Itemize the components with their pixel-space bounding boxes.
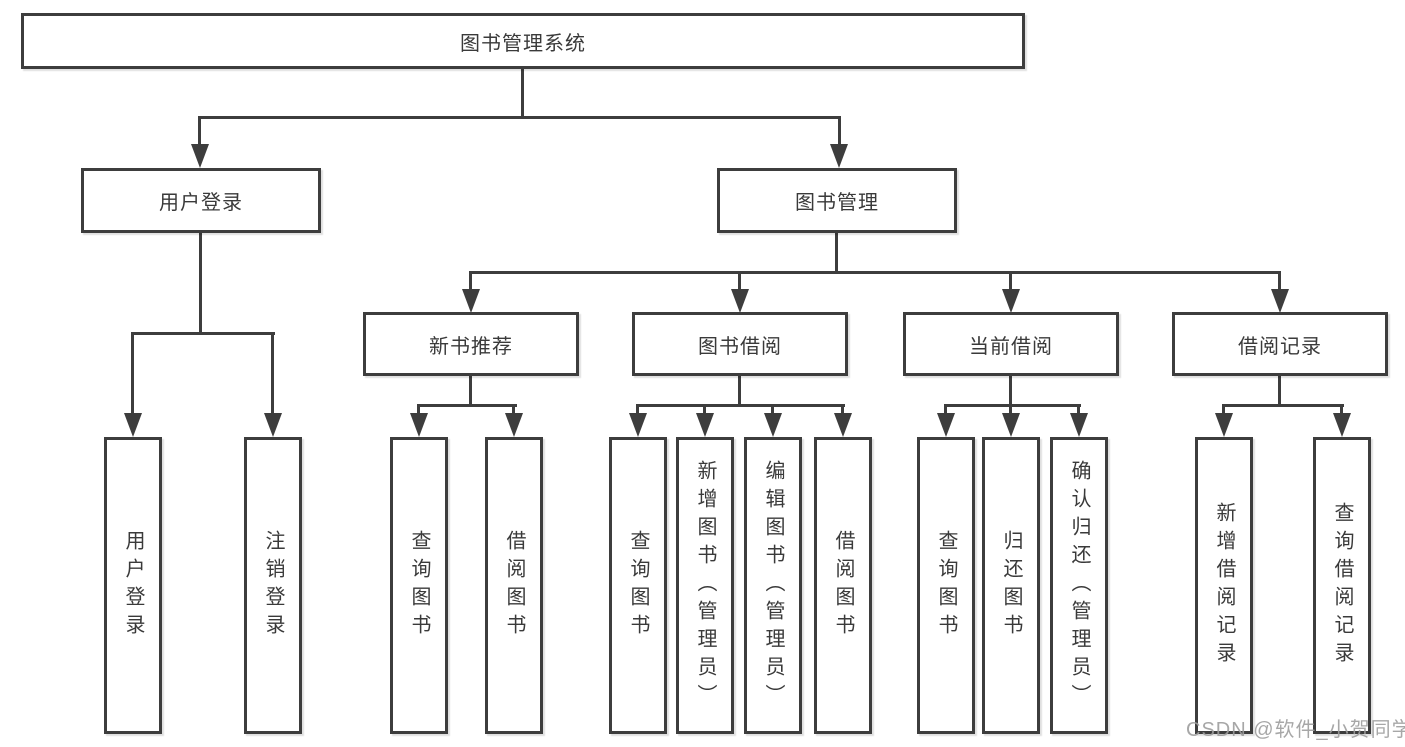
arrow-down-icon <box>410 413 428 437</box>
arrow-down-icon <box>462 289 480 313</box>
arrow-down-icon <box>505 413 523 437</box>
connector-line <box>1222 404 1344 407</box>
leaf-query-books-borrowing: 查询图书 <box>609 437 667 734</box>
node-label: 用户登录 <box>122 529 144 642</box>
leaf-confirm-return-admin: 确认归还（管理员） <box>1050 437 1108 734</box>
arrow-down-icon <box>1002 413 1020 437</box>
node-label: 图书管理 <box>795 192 879 214</box>
connector-line <box>417 404 420 415</box>
arrow-down-icon <box>1070 413 1088 437</box>
node-label: 图书管理系统 <box>460 32 586 55</box>
connector-line <box>1009 404 1012 415</box>
node-book-borrowing: 图书借阅 <box>632 312 848 376</box>
node-label: 借阅图书 <box>503 529 525 642</box>
arrow-down-icon <box>264 413 282 437</box>
connector-line <box>703 404 706 415</box>
node-label: 编辑图书（管理员） <box>762 459 784 712</box>
connector-line <box>199 233 202 335</box>
watermark: CSDN @软件_小贺同学 <box>1186 719 1405 741</box>
arrow-down-icon <box>731 289 749 313</box>
leaf-query-borrow-record: 查询借阅记录 <box>1313 437 1371 734</box>
node-label: 借阅图书 <box>832 529 854 642</box>
leaf-query-books-recommend: 查询图书 <box>390 437 448 734</box>
arrow-down-icon <box>696 413 714 437</box>
node-label: 新增借阅记录 <box>1213 501 1235 670</box>
connector-line <box>838 116 841 146</box>
arrow-down-icon <box>830 144 848 168</box>
node-user-login: 用户登录 <box>81 168 321 233</box>
leaf-add-books-admin: 新增图书（管理员） <box>676 437 734 734</box>
node-label: 归还图书 <box>1000 529 1022 642</box>
node-label: 借阅记录 <box>1238 335 1322 358</box>
node-label: 图书借阅 <box>698 335 782 358</box>
connector-line <box>771 404 774 415</box>
arrow-down-icon <box>834 413 852 437</box>
leaf-query-books-current: 查询图书 <box>917 437 975 734</box>
connector-line <box>469 376 472 407</box>
node-borrowing-records: 借阅记录 <box>1172 312 1388 376</box>
arrow-down-icon <box>1002 289 1020 313</box>
node-label: 查询图书 <box>408 529 430 642</box>
node-book-management: 图书管理 <box>717 168 957 233</box>
connector-line <box>1077 404 1080 415</box>
node-label: 查询图书 <box>627 529 649 642</box>
connector-line <box>636 404 639 415</box>
node-new-book-recommendation: 新书推荐 <box>363 312 579 376</box>
node-label: 注销登录 <box>262 529 284 642</box>
connector-line <box>944 404 947 415</box>
arrow-down-icon <box>1333 413 1351 437</box>
connector-line <box>198 116 201 146</box>
arrow-down-icon <box>191 144 209 168</box>
arrow-down-icon <box>124 413 142 437</box>
connector-line <box>738 271 741 291</box>
connector-line <box>1009 271 1012 291</box>
node-label: 当前借阅 <box>969 335 1053 358</box>
connector-line <box>131 332 134 415</box>
leaf-return-books: 归还图书 <box>982 437 1040 734</box>
node-label: 查询借阅记录 <box>1331 501 1353 670</box>
connector-line <box>469 271 472 291</box>
connector-line <box>1340 404 1343 415</box>
node-label: 用户登录 <box>159 192 243 214</box>
leaf-edit-books-admin: 编辑图书（管理员） <box>744 437 802 734</box>
connector-line <box>1009 376 1012 407</box>
connector-line <box>198 116 841 119</box>
node-label: 确认归还（管理员） <box>1068 459 1090 712</box>
leaf-logout: 注销登录 <box>244 437 302 734</box>
connector-line <box>636 404 845 407</box>
connector-line <box>521 69 524 118</box>
connector-line <box>1222 404 1225 415</box>
arrow-down-icon <box>629 413 647 437</box>
connector-line <box>512 404 515 415</box>
node-current-borrowing: 当前借阅 <box>903 312 1119 376</box>
connector-line <box>1278 271 1281 291</box>
leaf-add-borrow-record: 新增借阅记录 <box>1195 437 1253 734</box>
leaf-borrow-books-recommend: 借阅图书 <box>485 437 543 734</box>
connector-line <box>835 233 838 273</box>
arrow-down-icon <box>764 413 782 437</box>
connector-line <box>738 376 741 407</box>
connector-line <box>944 404 1081 407</box>
connector-line <box>841 404 844 415</box>
connector-line <box>1278 376 1281 407</box>
node-label: 查询图书 <box>935 529 957 642</box>
node-label: 新增图书（管理员） <box>694 459 716 712</box>
connector-line <box>271 332 274 415</box>
node-library-management-system: 图书管理系统 <box>21 13 1025 69</box>
connector-line <box>131 332 275 335</box>
arrow-down-icon <box>1215 413 1233 437</box>
connector-line <box>417 404 517 407</box>
arrow-down-icon <box>937 413 955 437</box>
arrow-down-icon <box>1271 289 1289 313</box>
connector-line <box>469 271 1281 274</box>
leaf-user-login: 用户登录 <box>104 437 162 734</box>
node-label: 新书推荐 <box>429 335 513 358</box>
leaf-borrow-books: 借阅图书 <box>814 437 872 734</box>
